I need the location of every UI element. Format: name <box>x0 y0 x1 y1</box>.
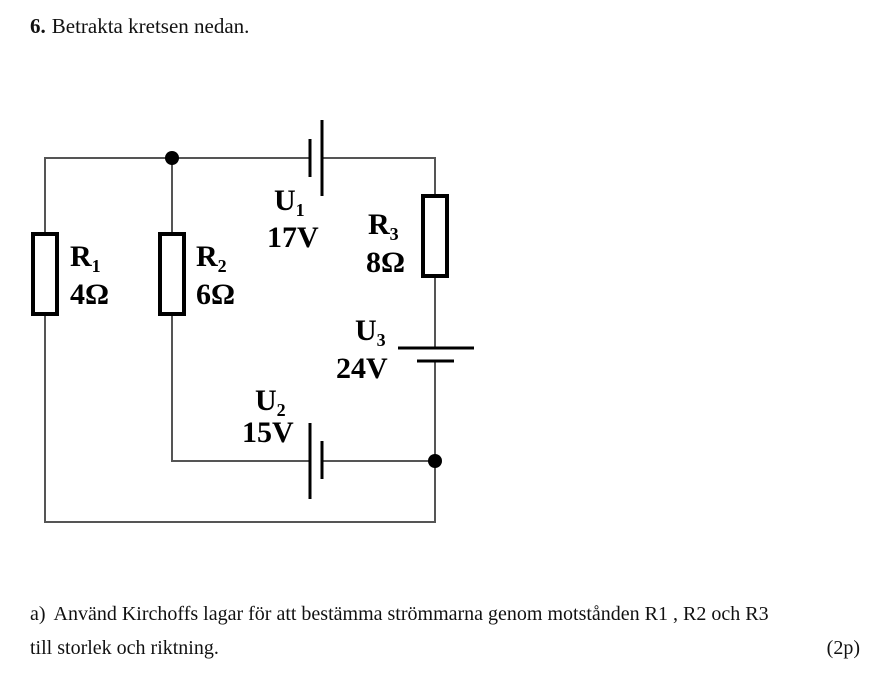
task-line-1-content: a) Använd Kirchoffs lagar för att bestämm… <box>30 597 769 631</box>
source-u2: U2 15V <box>242 384 324 499</box>
resistor-r1-body <box>31 232 59 316</box>
resistor-r1-symbol: R1 <box>70 240 101 276</box>
resistor-r3-value: 8Ω <box>366 246 405 279</box>
task-a: a) Använd Kirchoffs lagar för att bestämm… <box>30 597 860 665</box>
source-u3-symbol: U3 <box>355 314 386 350</box>
wire-r2-bottom <box>171 315 310 462</box>
task-line-1: a) Använd Kirchoffs lagar för att bestämm… <box>30 597 860 631</box>
task-text-1: Använd Kirchoffs lagar för att bestämma … <box>53 603 769 625</box>
question-text: Betrakta kretsen nedan. <box>51 14 250 38</box>
source-u3-value: 24V <box>336 352 388 385</box>
resistor-r3: R3 8Ω <box>366 194 449 279</box>
wire-bottom-outer <box>44 315 436 523</box>
junction-right <box>428 454 442 468</box>
source-u2-value: 15V <box>242 416 294 449</box>
question-header: 6.Betrakta kretsen nedan. <box>30 12 249 40</box>
circuit-diagram: R1 4Ω R2 6Ω R3 8Ω U1 17V U3 24V U2 15V <box>31 120 474 523</box>
resistor-r1: R1 4Ω <box>31 232 109 316</box>
source-u3: U3 24V <box>336 314 474 385</box>
resistor-r1-value: 4Ω <box>70 278 109 311</box>
source-u1-value: 17V <box>267 221 319 254</box>
question-number: 6. <box>30 14 46 38</box>
task-text-2: till storlek och riktning. <box>30 637 219 659</box>
resistor-r2: R2 6Ω <box>158 232 235 316</box>
resistor-r3-symbol: R3 <box>368 208 399 244</box>
task-line-2: till storlek och riktning. (2p) <box>30 631 860 665</box>
resistor-r2-symbol: R2 <box>196 240 227 276</box>
source-u1-symbol: U1 <box>274 184 305 220</box>
wires <box>44 157 436 523</box>
task-label: a) <box>30 603 46 625</box>
junction-top <box>165 151 179 165</box>
source-u2-symbol: U2 <box>255 384 286 420</box>
source-u1: U1 17V <box>267 120 324 254</box>
resistor-r3-body <box>421 194 449 278</box>
task-points: (2p) <box>826 637 860 659</box>
wire-top-left <box>44 157 310 233</box>
wire-top-right <box>322 157 436 195</box>
resistor-r2-body <box>158 232 186 316</box>
resistor-r2-value: 6Ω <box>196 278 235 311</box>
